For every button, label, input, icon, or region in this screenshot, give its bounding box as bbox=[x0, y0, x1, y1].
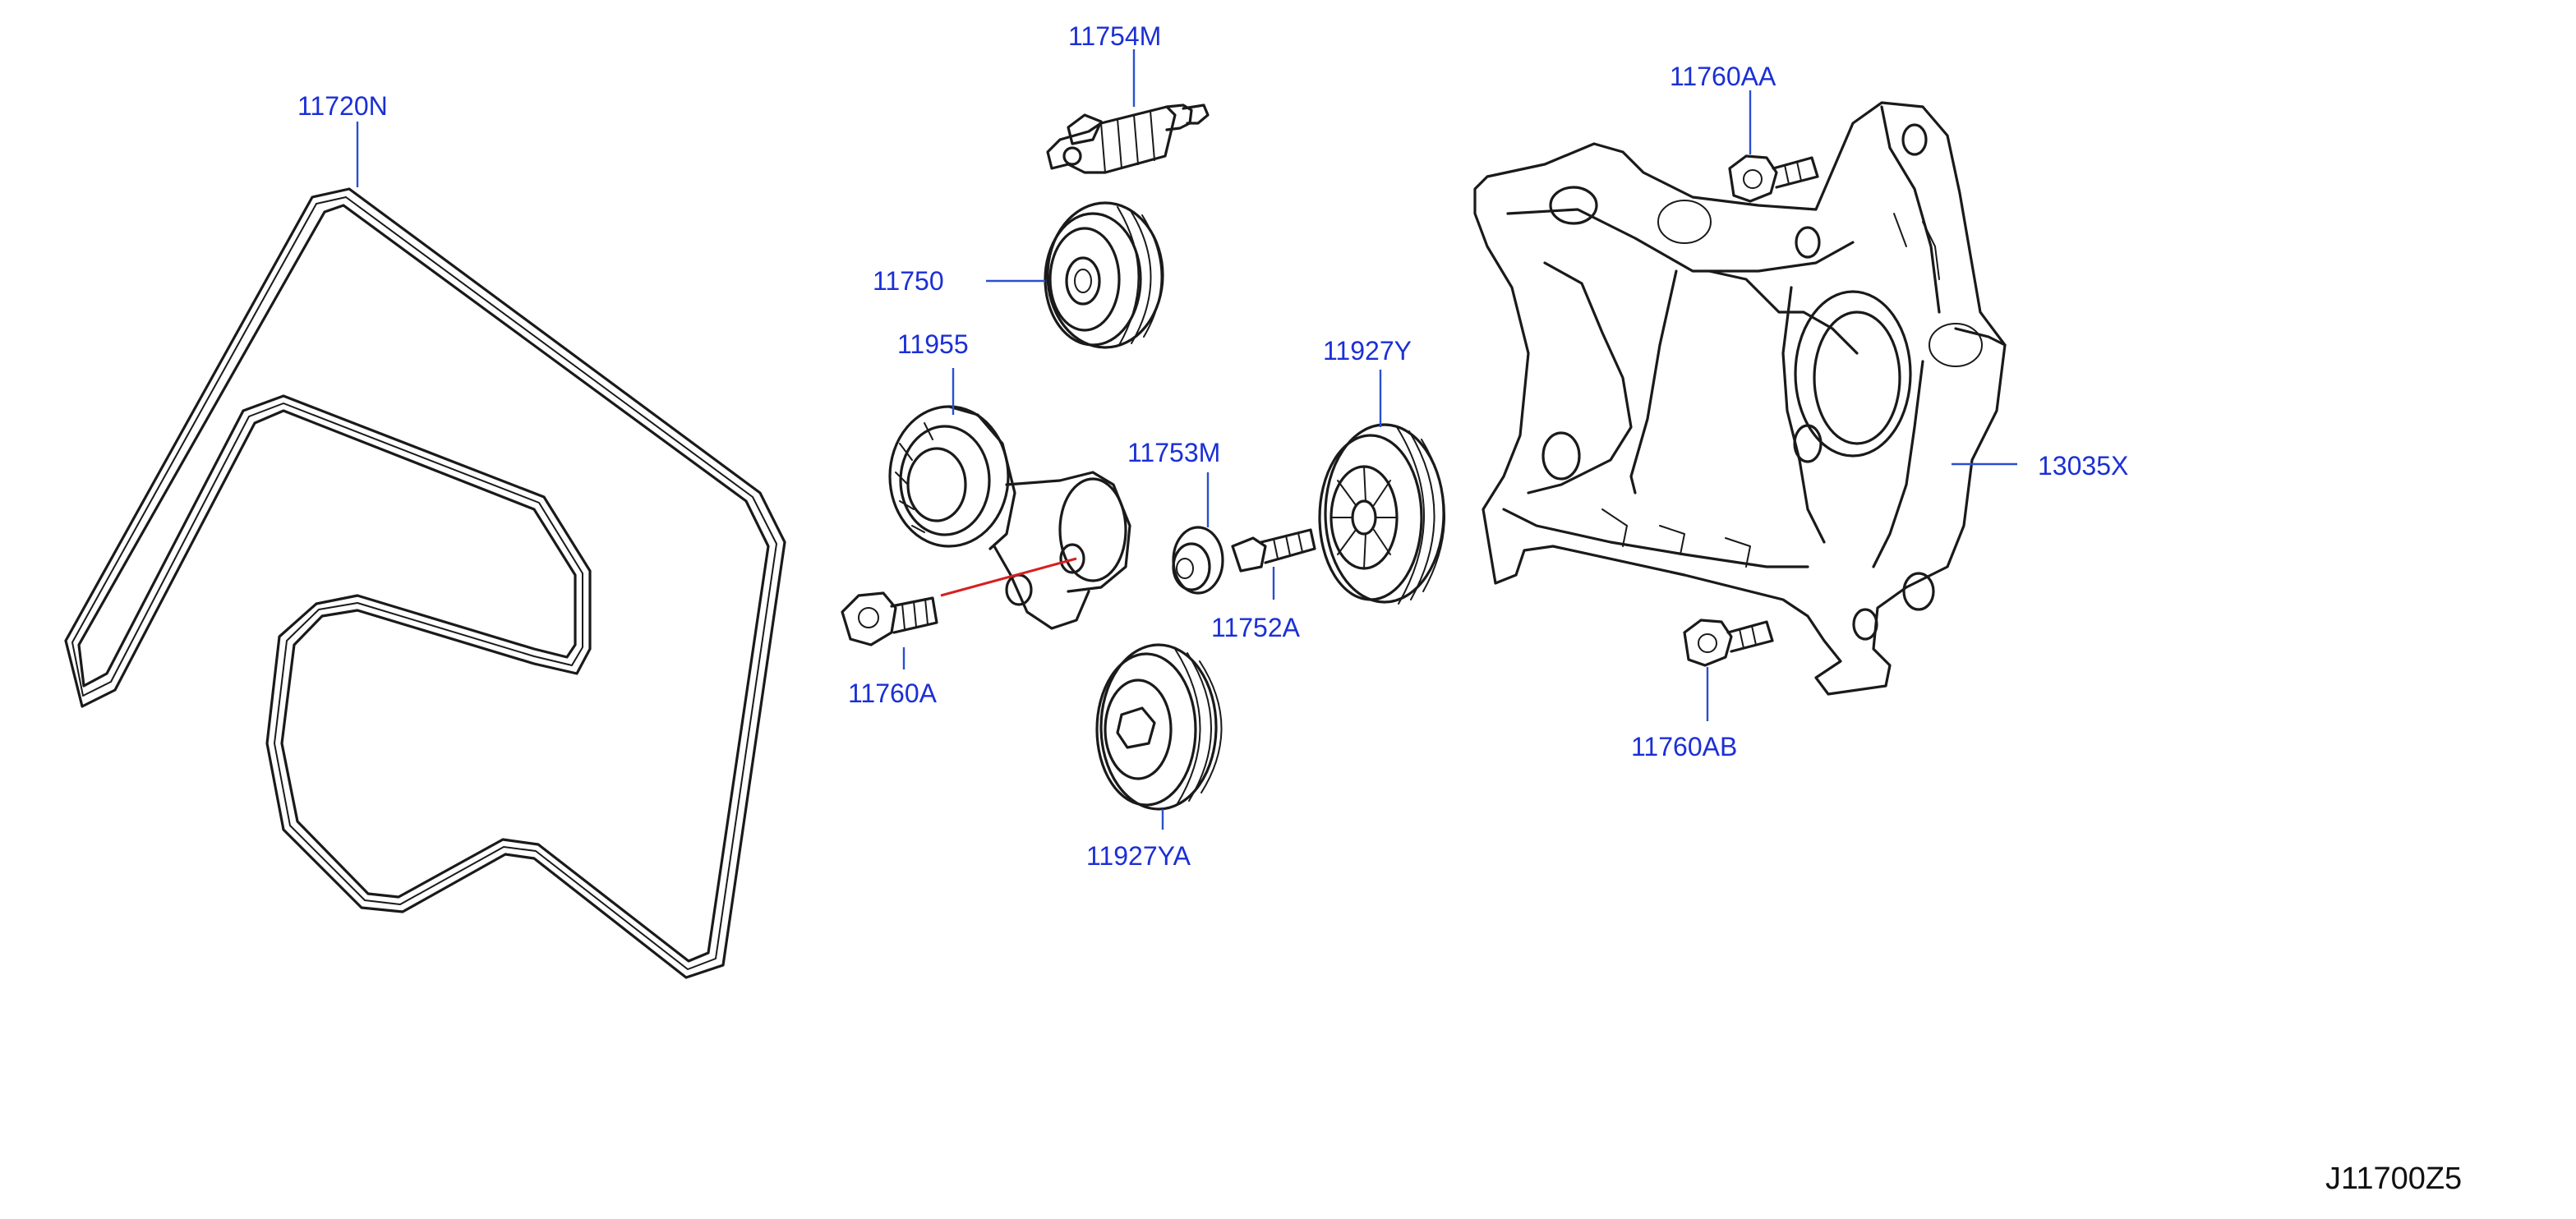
mounting-bracket[interactable] bbox=[1473, 101, 2007, 696]
lower-idler-pulley[interactable] bbox=[1095, 643, 1223, 811]
bracket-bolt-upper[interactable] bbox=[1728, 154, 1819, 203]
callout-11927y[interactable]: 11927Y bbox=[1323, 336, 1412, 366]
callout-11760ab[interactable]: 11760AB bbox=[1631, 732, 1737, 761]
diagram-id: J11700Z5 bbox=[2325, 1162, 2462, 1196]
idler-pulley[interactable] bbox=[1044, 201, 1164, 349]
callout-11752a[interactable]: 11752A bbox=[1211, 613, 1301, 642]
callout-11955[interactable]: 11955 bbox=[897, 329, 969, 359]
part-callouts: 11720N 11754M 11750 11955 11753M 11752A … bbox=[297, 21, 2128, 871]
pulley-bolt[interactable] bbox=[1231, 528, 1316, 573]
callout-11760aa[interactable]: 11760AA bbox=[1670, 62, 1776, 91]
callout-11754m[interactable]: 11754M bbox=[1068, 21, 1161, 51]
tensioner-bolt[interactable] bbox=[841, 591, 938, 646]
callout-11760a[interactable]: 11760A bbox=[848, 678, 938, 708]
ribbed-idler-pulley[interactable] bbox=[1318, 423, 1445, 605]
callout-11720n[interactable]: 11720N bbox=[297, 91, 388, 121]
callout-11927ya[interactable]: 11927YA bbox=[1086, 841, 1191, 871]
callout-11750[interactable]: 11750 bbox=[873, 266, 944, 296]
callout-11753m[interactable]: 11753M bbox=[1127, 438, 1220, 467]
drive-belt[interactable] bbox=[64, 187, 786, 979]
bracket-bolt-lower[interactable] bbox=[1683, 619, 1774, 667]
belt-tensioner[interactable] bbox=[888, 405, 1131, 630]
idler-stud-bolt[interactable] bbox=[1046, 104, 1210, 174]
pulley-cover[interactable] bbox=[1172, 526, 1224, 595]
leader-lines bbox=[356, 49, 2017, 830]
callout-13035x[interactable]: 13035X bbox=[2038, 451, 2128, 481]
